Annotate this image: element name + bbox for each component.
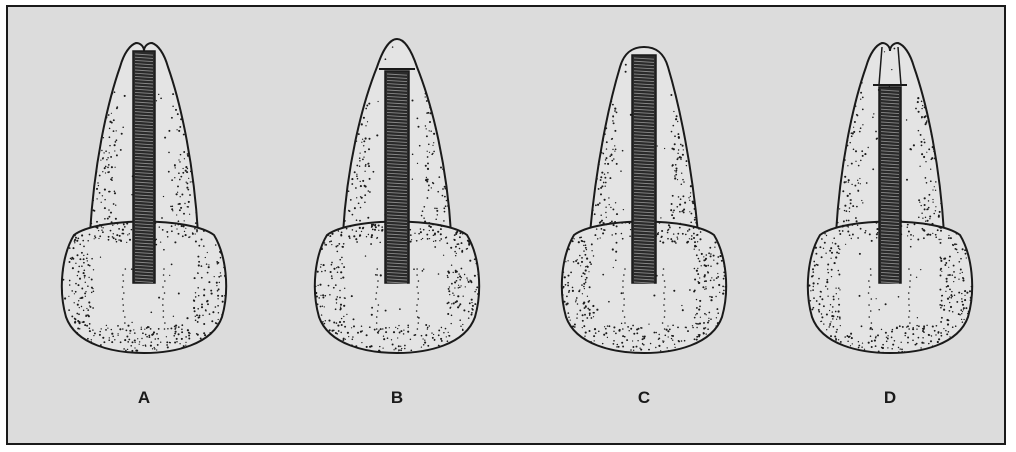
figure-frame: A B C D xyxy=(6,5,1006,445)
canal-filling xyxy=(879,87,901,283)
tooth-diagram-a xyxy=(24,7,264,387)
canal-filling xyxy=(385,71,409,283)
panel-label-b: B xyxy=(277,388,517,408)
tooth-diagram-b xyxy=(277,7,517,387)
tooth-panel-a: A xyxy=(24,7,264,447)
tooth-panel-b: B xyxy=(277,7,517,447)
tooth-diagram-d xyxy=(770,7,1010,387)
panel-label-a: A xyxy=(24,388,264,408)
panel-label-d: D xyxy=(770,388,1010,408)
canal-filling xyxy=(133,51,155,283)
canal-filling xyxy=(632,55,656,283)
panel-label-c: C xyxy=(524,388,764,408)
tooth-diagram-c xyxy=(524,7,764,387)
tooth-panel-d: D xyxy=(770,7,1010,447)
tooth-panel-c: C xyxy=(524,7,764,447)
